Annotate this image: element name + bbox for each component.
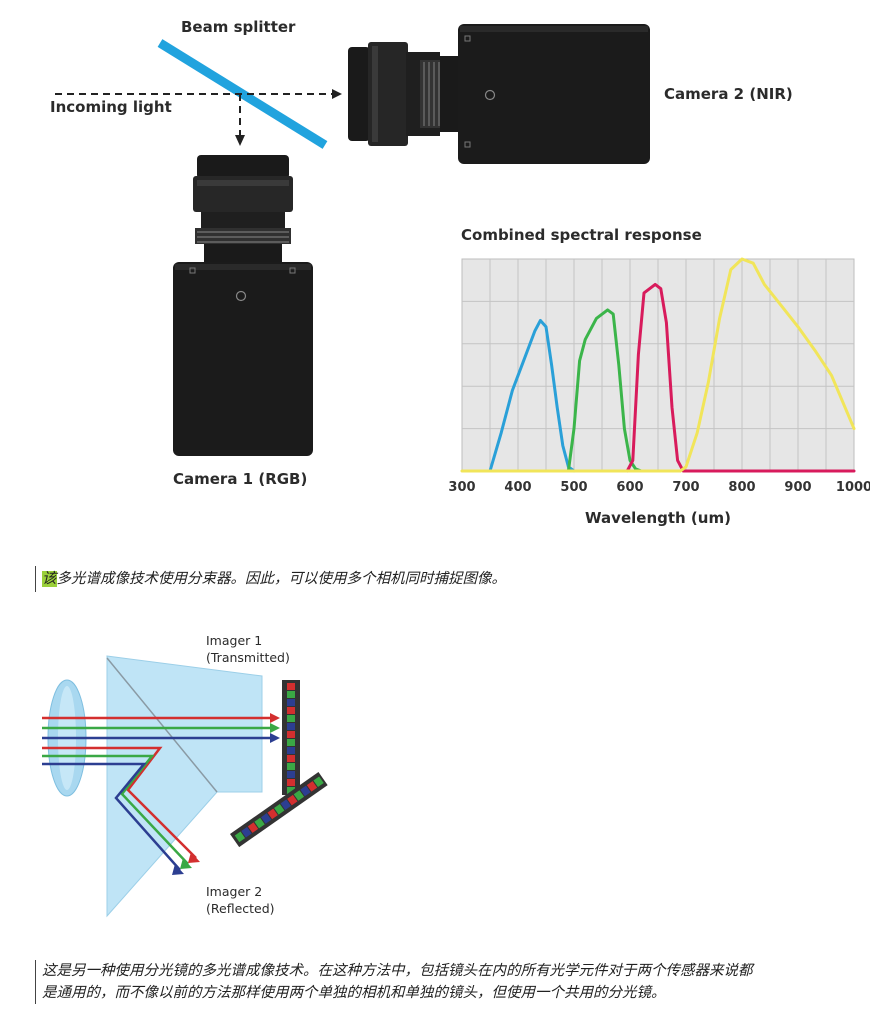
camera2-lens [348,42,460,146]
camera2-label: Camera 2 (NIR) [664,85,793,103]
sensor-pixel [287,771,295,778]
sensor-pixel [287,747,295,754]
imager2-type: (Reflected) [206,901,275,916]
incoming-light-label: Incoming light [50,98,172,116]
prism-glass [106,655,263,918]
sensor-pixel [287,739,295,746]
sensor-pixel [287,779,295,786]
sensor-pixel [287,723,295,730]
sensor-pixel [234,831,246,843]
camera1-body [173,262,313,456]
x-tick-label: 1000 [836,480,870,495]
caption-1: 该多光谱成像技术使用分束器。因此，可以使用多个相机同时捕捉图像。 [35,566,506,592]
imager2-label: Imager 2 (Reflected) [206,883,275,917]
caption-1-highlight: 该 [42,571,57,587]
transmitted-rays [42,713,280,743]
sensor-pixel [287,683,295,690]
arrowhead-down [235,135,245,146]
chart-title: Combined spectral response [461,226,702,244]
x-tick-label: 300 [448,480,475,495]
series-line-1 [488,319,576,473]
sensor-pixel [274,804,285,815]
prism-split-surface [106,657,218,793]
reflected-rays [42,746,200,875]
series-line-4 [460,257,856,473]
sensor-pixel [287,763,295,770]
sensor-pixel [287,731,295,738]
sensor-pixel [254,817,265,829]
x-tick-label: 600 [616,480,643,495]
caption-2-line-2: 是通用的，而不像以前的方法那样使用两个单独的相机和单独的镜头，但使用一个共用的分… [42,985,666,1001]
imager1-name: Imager 1 [206,633,263,648]
camera1-lens [193,155,293,264]
beam-splitter-label: Beam splitter [181,18,296,36]
sensor-pixel [260,813,272,824]
x-tick-label: 800 [728,480,755,495]
caption-1-text: 多光谱成像技术使用分束器。因此，可以使用多个相机同时捕捉图像。 [56,571,507,587]
sensor-pixel [247,822,259,833]
x-tick-label: 500 [560,480,587,495]
caption-2: 这是另一种使用分光镜的多光谱成像技术。在这种方法中，包括镜头在内的所有光学元件对… [35,960,753,1004]
figure-prism-splitter: Imager 1 (Transmitted) Imager 2 (Reflect… [0,620,400,930]
x-tick-label: 700 [672,480,699,495]
imager2-name: Imager 2 [206,884,263,899]
sensor-pixel [280,799,291,810]
beam-splitter-plate [157,39,328,149]
arrowhead-right [332,89,342,99]
sensor-pixel [267,808,278,820]
series-line-3 [625,282,856,473]
sensor-pixel [293,790,305,801]
sensor-pixel [287,755,295,762]
sensor-pixel [287,715,295,722]
caption-2-line-1: 这是另一种使用分光镜的多光谱成像技术。在这种方法中，包括镜头在内的所有光学元件对… [42,963,753,979]
sensor-pixel [287,691,295,698]
imager1-label: Imager 1 (Transmitted) [206,632,290,666]
x-axis-label: Wavelength (um) [585,509,731,527]
x-tick-label: 400 [504,480,531,495]
sensor-pixel [313,776,324,788]
camera2-body [458,24,650,164]
prism-splitter-diagram [42,655,328,918]
sensor-pixel [287,794,298,806]
figure-beam-splitter-setup: Beam splitter Incoming light Camera 2 (N… [50,18,870,527]
sensor-pixel [306,781,318,792]
sensor-pixel [287,787,295,794]
sensor-pixel [300,785,311,797]
sensor-pixel [287,707,295,714]
sensor-pixel [287,699,295,706]
imager1-sensor [282,680,300,795]
x-tick-label: 900 [784,480,811,495]
beam-splitter-diagram [55,24,650,456]
camera1-label: Camera 1 (RGB) [173,470,308,488]
imager2-sensor [229,772,328,848]
imager1-type: (Transmitted) [206,650,290,665]
sensor-pixel [241,826,252,838]
